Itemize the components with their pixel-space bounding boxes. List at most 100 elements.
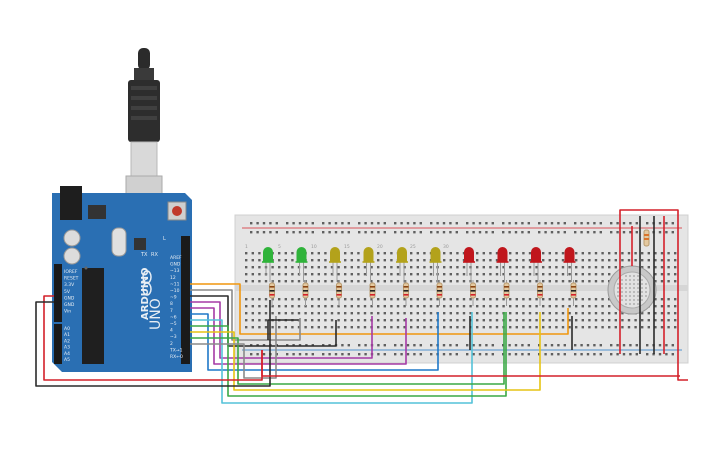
breadboard-hole[interactable] [667,312,670,315]
rail-hole[interactable] [455,353,458,356]
breadboard-hole[interactable] [641,326,644,329]
breadboard-hole[interactable] [476,266,479,269]
breadboard-hole[interactable] [423,273,426,276]
breadboard-hole[interactable] [423,280,426,283]
breadboard-hole[interactable] [528,259,532,262]
rail-hole[interactable] [574,231,577,234]
breadboard-hole[interactable] [542,252,545,255]
breadboard-hole[interactable] [429,319,433,322]
rail-hole[interactable] [406,353,410,356]
rail-hole[interactable] [514,222,518,225]
breadboard-hole[interactable] [641,266,644,269]
breadboard-hole[interactable] [482,266,485,269]
breadboard-hole[interactable] [489,298,492,301]
rail-hole[interactable] [586,344,590,347]
breadboard-hole[interactable] [601,266,604,269]
breadboard-hole[interactable] [515,305,518,308]
breadboard-hole[interactable] [330,266,334,269]
breadboard-hole[interactable] [462,298,466,301]
breadboard-hole[interactable] [647,326,650,329]
breadboard-hole[interactable] [390,298,393,301]
breadboard-hole[interactable] [344,298,347,301]
breadboard-hole[interactable] [258,298,261,301]
breadboard-hole[interactable] [608,273,611,276]
breadboard-hole[interactable] [344,266,347,269]
rail-hole[interactable] [455,344,458,347]
breadboard-hole[interactable] [350,312,353,315]
breadboard-hole[interactable] [502,305,505,308]
breadboard-hole[interactable] [535,266,538,269]
rail-hole[interactable] [502,231,505,234]
rail-hole[interactable] [485,353,488,356]
breadboard-hole[interactable] [555,326,558,329]
breadboard-hole[interactable] [555,280,558,283]
breadboard-hole[interactable] [271,266,274,269]
breadboard-hole[interactable] [443,298,446,301]
breadboard-hole[interactable] [482,298,485,301]
breadboard-hole[interactable] [522,259,525,262]
breadboard-hole[interactable] [509,298,512,301]
breadboard-hole[interactable] [271,305,274,308]
breadboard-hole[interactable] [509,280,512,283]
breadboard-hole[interactable] [317,252,320,255]
breadboard-hole[interactable] [390,312,393,315]
breadboard-hole[interactable] [495,266,499,269]
breadboard-hole[interactable] [449,273,452,276]
breadboard-hole[interactable] [350,259,353,262]
breadboard-hole[interactable] [357,273,360,276]
breadboard-hole[interactable] [581,252,584,255]
breadboard-hole[interactable] [476,305,479,308]
rail-hole[interactable] [262,231,266,234]
breadboard-hole[interactable] [311,273,314,276]
breadboard-hole[interactable] [588,252,591,255]
rail-hole[interactable] [286,231,289,234]
rail-hole[interactable] [311,222,314,225]
breadboard-hole[interactable] [324,252,327,255]
wire-pin-5[interactable] [190,312,473,404]
breadboard-hole[interactable] [568,273,571,276]
rail-hole[interactable] [275,231,278,234]
breadboard-hole[interactable] [674,298,677,301]
breadboard-hole[interactable] [627,326,631,329]
breadboard-hole[interactable] [245,259,248,262]
breadboard-hole[interactable] [601,298,604,301]
rail-hole[interactable] [527,222,530,225]
breadboard-hole[interactable] [456,326,459,329]
wire-led-gnd[interactable] [267,319,298,340]
rail-hole[interactable] [635,222,638,225]
breadboard-hole[interactable] [548,259,551,262]
rail-hole[interactable] [347,231,350,234]
rail-hole[interactable] [383,353,386,356]
rail-hole[interactable] [298,231,302,234]
breadboard-hole[interactable] [654,280,657,283]
rail-hole[interactable] [442,231,446,234]
breadboard-hole[interactable] [443,326,446,329]
rail-hole[interactable] [311,353,314,356]
breadboard-hole[interactable] [601,280,604,283]
breadboard-hole[interactable] [581,259,584,262]
breadboard-hole[interactable] [489,319,492,322]
breadboard-hole[interactable] [654,266,657,269]
breadboard-hole[interactable] [357,312,360,315]
breadboard-hole[interactable] [330,305,334,308]
breadboard-hole[interactable] [535,305,538,308]
rail-hole[interactable] [377,344,380,347]
rail-hole[interactable] [449,222,452,225]
wires[interactable] [35,209,688,404]
rail-hole[interactable] [629,231,632,234]
breadboard-hole[interactable] [443,280,446,283]
breadboard-hole[interactable] [535,326,538,329]
rail-hole[interactable] [436,222,439,225]
breadboard-hole[interactable] [350,252,353,255]
rail-hole[interactable] [256,231,259,234]
breadboard-hole[interactable] [542,312,545,315]
breadboard-hole[interactable] [278,273,281,276]
breadboard-hole[interactable] [462,280,466,283]
rail-hole[interactable] [292,222,295,225]
breadboard-hole[interactable] [370,266,373,269]
rail-hole[interactable] [586,222,590,225]
breadboard-hole[interactable] [495,312,499,315]
breadboard-hole[interactable] [403,273,406,276]
breadboard-hole[interactable] [416,326,419,329]
